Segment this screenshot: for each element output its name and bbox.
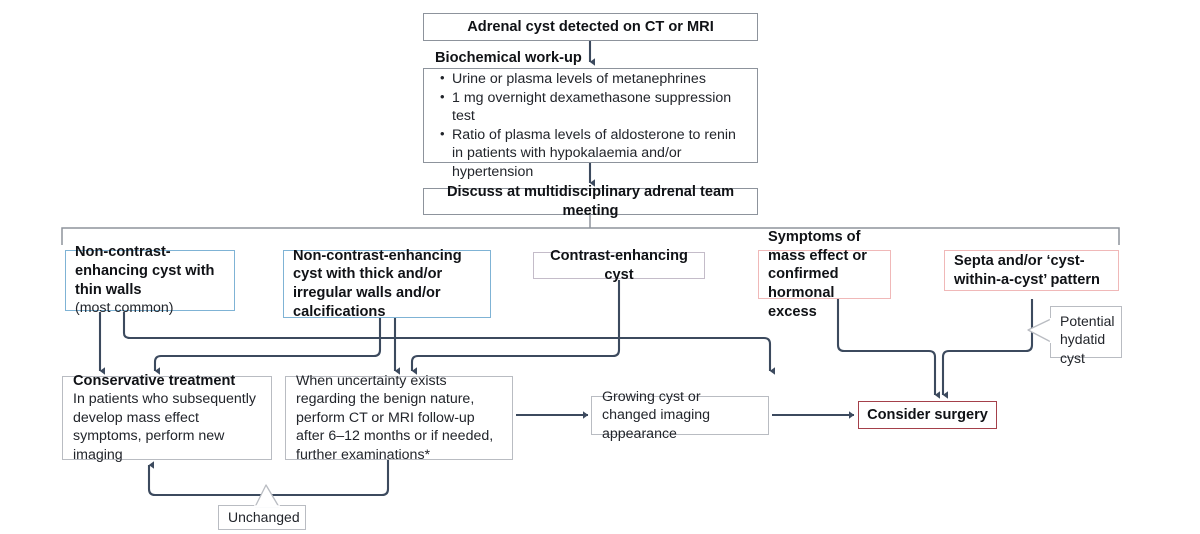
node-growing-cyst[interactable]: Growing cyst or changed imaging appearan…	[591, 389, 769, 442]
conservative-body: In patients who subsequently develop mas…	[73, 391, 256, 463]
septa-title: Septa and/or ‘cyst-within-a-cyst’ patter…	[954, 252, 1100, 288]
node-mass-effect[interactable]: Symptoms of mass effect or confirmed hor…	[758, 229, 891, 320]
thin-walls-note: (most common)	[75, 300, 174, 317]
workup-bullet: 1 mg overnight dexamethasone suppression…	[439, 88, 746, 126]
wire-septa-to-surgery	[941, 299, 1034, 399]
node-septa[interactable]: Septa and/or ‘cyst-within-a-cyst’ patter…	[944, 250, 1119, 291]
node-biochemical-workup[interactable]: Biochemical work-up Urine or plasma leve…	[423, 50, 758, 180]
node-detection[interactable]: Adrenal cyst detected on CT or MRI	[423, 13, 758, 41]
node-thick-walls[interactable]: Non-contrast-enhancing cyst with thick a…	[283, 248, 491, 320]
node-thin-walls[interactable]: Non-contrast-enhancing cyst with thin wa…	[65, 244, 235, 316]
wire-thickwalls-to-conservative	[153, 318, 382, 375]
uncertainty-body: When uncertainty exists regarding the be…	[296, 372, 494, 463]
mass-effect-title: Symptoms of mass effect or confirmed hor…	[768, 228, 867, 320]
mdt-title: Discuss at multidisciplinary adrenal tea…	[446, 183, 735, 219]
workup-title: Biochemical work-up	[435, 50, 582, 67]
unchanged-text: Unchanged	[228, 509, 300, 526]
surgery-title: Consider surgery	[867, 406, 988, 423]
workup-bullet: Urine or plasma levels of metanephrines	[439, 69, 746, 89]
thick-walls-title: Non-contrast-enhancing cyst with thick a…	[293, 247, 462, 320]
node-uncertainty-followup[interactable]: When uncertainty exists regarding the be…	[285, 373, 513, 463]
node-conservative-treatment[interactable]: Conservative treatment In patients who s…	[62, 373, 272, 463]
hydatid-text: Potential hydatid cyst	[1060, 313, 1115, 366]
contrast-enhancing-title: Contrast-enhancing cyst	[550, 247, 688, 283]
conservative-title: Conservative treatment	[73, 372, 236, 389]
growing-body: Growing cyst or changed imaging appearan…	[602, 388, 711, 442]
hydatid-callout-tail	[1027, 318, 1053, 343]
node-mdt-meeting[interactable]: Discuss at multidisciplinary adrenal tea…	[423, 184, 758, 219]
thin-walls-title: Non-contrast-enhancing cyst with thin wa…	[75, 244, 215, 298]
workup-bullet-list: Urine or plasma levels of metanephrines …	[435, 69, 746, 182]
callout-hydatid-cyst[interactable]: Potential hydatid cyst	[1050, 306, 1122, 366]
workup-bullet: Ratio of plasma levels of aldosterone to…	[439, 125, 746, 182]
unchanged-callout-tail	[254, 484, 280, 508]
detection-title: Adrenal cyst detected on CT or MRI	[467, 18, 714, 35]
node-consider-surgery[interactable]: Consider surgery	[858, 401, 997, 429]
node-contrast-enhancing[interactable]: Contrast-enhancing cyst	[533, 248, 705, 283]
